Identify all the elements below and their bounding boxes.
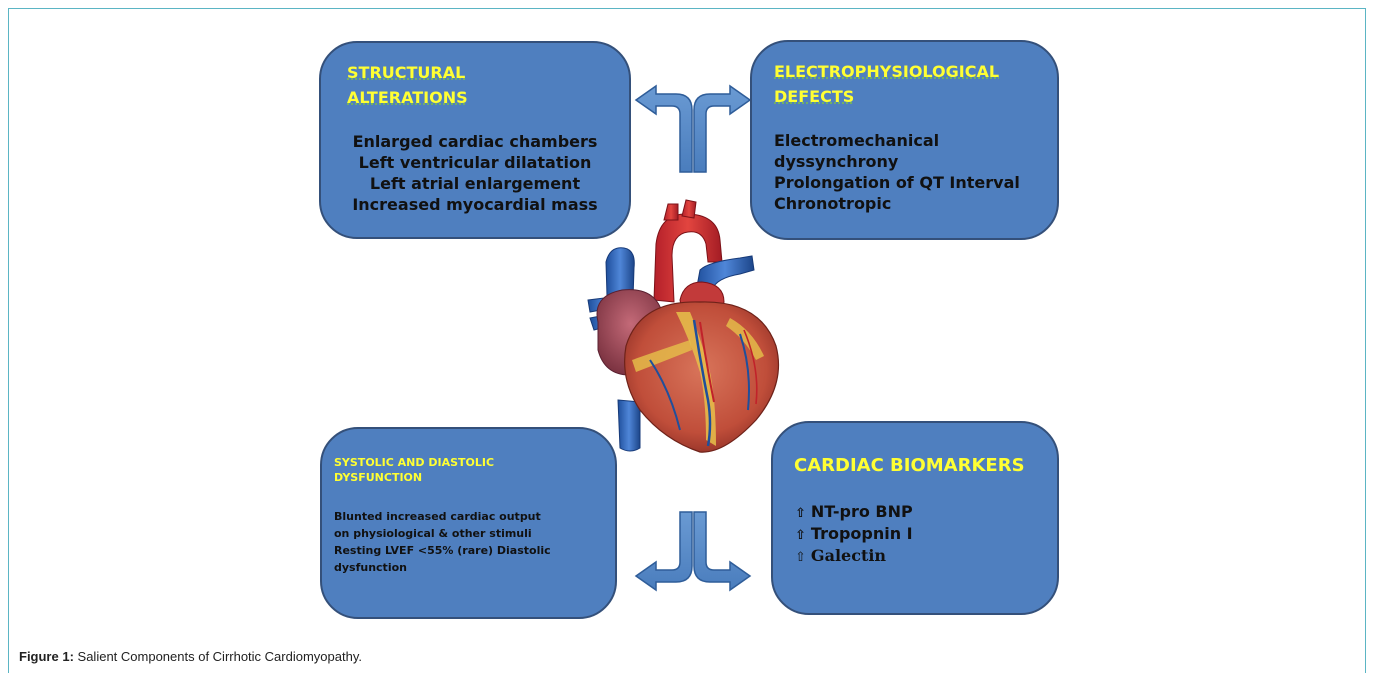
list-item: ⇧ NT-pro BNP: [795, 502, 913, 524]
list-item: Increased myocardial mass: [321, 194, 629, 215]
double-arrow-bottom-icon: [636, 512, 750, 590]
list-item: on physiological & other stimuli: [334, 525, 551, 542]
cardiac-biomarkers-list: ⇧ NT-pro BNP ⇧ Tropopnin I ⇧ Galectin: [795, 502, 913, 568]
structural-alterations-list: Enlarged cardiac chambers Left ventricul…: [321, 131, 629, 215]
cardiac-biomarkers-title: CARDIAC BIOMARKERS: [794, 455, 1025, 477]
up-arrow-icon: ⇧: [795, 528, 806, 543]
systolic-diastolic-dysfunction-title: SYSTOLIC AND DIASTOLIC DYSFUNCTION: [334, 455, 564, 485]
electrophysiological-defects-box: ELECTROPHYSIOLOGICAL DEFECTS Electromech…: [750, 40, 1059, 240]
list-item: dyssynchrony: [774, 151, 1020, 172]
list-item: Electromechanical: [774, 130, 1020, 151]
figure-caption: Figure 1: Salient Components of Cirrhoti…: [19, 649, 362, 664]
biomarker-label: Tropopnin I: [811, 524, 913, 543]
caption-label: Figure 1:: [19, 649, 74, 664]
electrophysiological-defects-title: ELECTROPHYSIOLOGICAL DEFECTS: [774, 59, 1044, 109]
list-item: Blunted increased cardiac output: [334, 508, 551, 525]
caption-text: Salient Components of Cirrhotic Cardiomy…: [78, 649, 362, 664]
double-arrow-top-icon: [636, 86, 750, 172]
biomarker-label: Galectin: [811, 546, 886, 565]
structural-alterations-title: STRUCTURAL ALTERATIONS: [347, 60, 547, 110]
list-item: ⇧ Galectin: [795, 546, 913, 568]
biomarker-label: NT-pro BNP: [811, 502, 913, 521]
heart-illustration: [588, 200, 779, 452]
up-arrow-icon: ⇧: [795, 550, 806, 565]
list-item: Left atrial enlargement: [321, 173, 629, 194]
structural-alterations-box: STRUCTURAL ALTERATIONS Enlarged cardiac …: [319, 41, 631, 239]
list-item: Enlarged cardiac chambers: [321, 131, 629, 152]
list-item: ⇧ Tropopnin I: [795, 524, 913, 546]
up-arrow-icon: ⇧: [795, 506, 806, 521]
list-item: Left ventricular dilatation: [321, 152, 629, 173]
systolic-diastolic-dysfunction-list: Blunted increased cardiac output on phys…: [334, 508, 551, 576]
list-item: Prolongation of QT Interval: [774, 172, 1020, 193]
list-item: Chronotropic: [774, 193, 1020, 214]
list-item: dysfunction: [334, 559, 551, 576]
list-item: Resting LVEF <55% (rare) Diastolic: [334, 542, 551, 559]
cardiac-biomarkers-box: CARDIAC BIOMARKERS ⇧ NT-pro BNP ⇧ Tropopni…: [771, 421, 1059, 615]
electrophysiological-defects-list: Electromechanical dyssynchrony Prolongat…: [774, 130, 1020, 214]
systolic-diastolic-dysfunction-box: SYSTOLIC AND DIASTOLIC DYSFUNCTION Blunt…: [320, 427, 617, 619]
